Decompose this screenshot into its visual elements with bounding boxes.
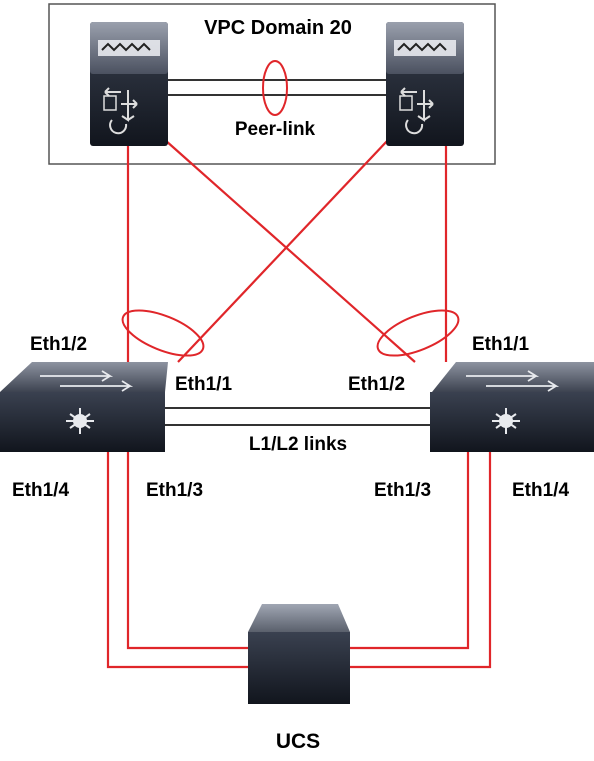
link-top-right-to-left-switch: [177, 139, 389, 363]
fabric-interconnect-icon: [386, 22, 464, 146]
nexus-switch-icon: [430, 362, 594, 452]
peer-link-label: Peer-link: [235, 119, 316, 140]
vpc-ellipse-right: [376, 309, 460, 357]
left-switch-port-eth1-3: Eth1/3: [146, 480, 203, 501]
right-switch-port-eth1-2: Eth1/2: [348, 374, 405, 395]
vpc-ellipse-left: [121, 309, 205, 357]
left-switch-port-eth1-1: Eth1/1: [175, 374, 232, 395]
link-left-eth1-3-to-ucs: [126, 452, 248, 650]
right-switch-port-eth1-4: Eth1/4: [512, 480, 569, 501]
links: [106, 139, 492, 669]
vpc-domain-title: VPC Domain 20: [204, 17, 352, 39]
l1-l2-links-label: L1/L2 links: [249, 434, 347, 455]
link-left-eth1-4-to-ucs: [106, 452, 248, 669]
link-top-left-to-right-switch: [164, 139, 416, 363]
right-switch-port-eth1-3: Eth1/3: [374, 480, 431, 501]
right-switch-port-eth1-1: Eth1/1: [472, 334, 529, 355]
ucs-chassis-icon: [248, 604, 350, 704]
l1-l2-links: [165, 407, 432, 426]
left-switch-port-eth1-2: Eth1/2: [30, 334, 87, 355]
fabric-interconnect-icon: [90, 22, 168, 146]
nexus-switch-icon: [0, 362, 168, 452]
link-right-eth1-4-to-ucs: [350, 452, 492, 669]
left-switch-port-eth1-4: Eth1/4: [12, 480, 69, 501]
ucs-label: UCS: [276, 730, 320, 753]
peer-link: [168, 79, 386, 96]
link-right-eth1-3-to-ucs: [350, 452, 470, 650]
peer-link-ellipse: [262, 60, 288, 116]
